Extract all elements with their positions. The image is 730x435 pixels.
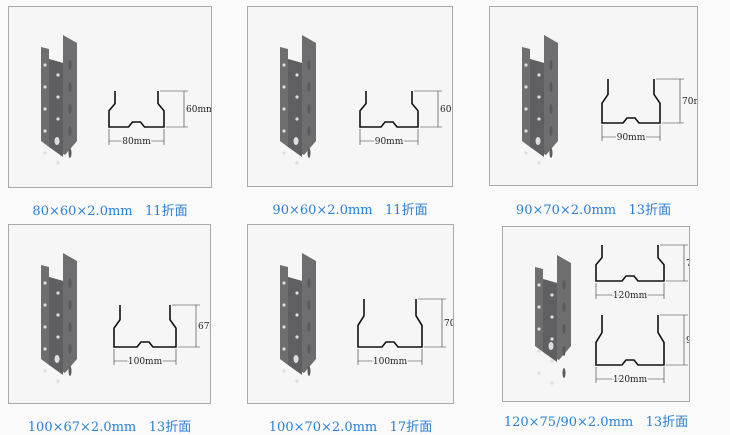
profile-cross-section <box>595 315 665 366</box>
product-caption: 90×70×2.0mm 13折面 <box>489 199 698 218</box>
product-card: 90mm 70mm <box>489 6 698 186</box>
product-size: 90×60×2.0mm <box>272 203 373 218</box>
profile-cross-section <box>601 79 661 124</box>
profile-cross-section <box>113 305 177 348</box>
width-dimension: 80mm <box>122 137 151 147</box>
height-dimension: 90mm <box>686 336 689 346</box>
product-illustration: 90mm 60mm <box>280 35 452 165</box>
profile-cross-section <box>108 91 165 128</box>
width-dimension: 120mm <box>613 291 648 301</box>
width-dimension: 120mm <box>613 375 648 385</box>
product-card: 90mm 60mm <box>247 6 453 187</box>
upright-column <box>41 35 77 165</box>
product-folds: 11折面 <box>145 204 188 219</box>
product-illustration: 80mm 60mm <box>41 35 211 165</box>
profile-cross-section <box>595 245 665 282</box>
product-illustration: 90mm 70mm <box>522 35 697 165</box>
width-dimension: 90mm <box>617 133 646 143</box>
product-folds: 13折面 <box>645 415 689 430</box>
height-dimension: 70mm <box>682 97 697 107</box>
product-folds: 17折面 <box>389 420 433 435</box>
product-caption: 100×67×2.0mm 13折面 <box>8 416 211 435</box>
product-card: 120mm 75mm 120mm 90mm <box>502 226 690 402</box>
product-illustration: 100mm 70mm <box>280 253 453 383</box>
upright-column <box>535 255 571 385</box>
upright-column <box>280 253 316 383</box>
height-dimension: 60mm <box>186 105 211 115</box>
product-card: 100mm 67mm <box>8 224 211 404</box>
height-dimension: 67mm <box>198 322 210 332</box>
product-folds: 13折面 <box>148 420 192 435</box>
height-dimension: 70mm <box>444 319 453 329</box>
profile-cross-section <box>357 299 423 348</box>
product-size: 100×70×2.0mm <box>268 420 378 435</box>
product-folds: 13折面 <box>628 203 672 218</box>
product-size: 90×70×2.0mm <box>515 203 617 218</box>
height-dimension: 75mm <box>686 259 689 269</box>
upright-column <box>522 35 558 165</box>
height-dimension: 60mm <box>440 105 452 115</box>
upright-column <box>280 35 316 165</box>
upright-column <box>41 253 77 383</box>
width-dimension: 90mm <box>375 137 404 147</box>
product-card: 100mm 70mm <box>247 224 454 404</box>
product-caption: 80×60×2.0mm 11折面 <box>8 200 212 219</box>
width-dimension: 100mm <box>128 357 163 367</box>
product-size: 120×75/90×2.0mm <box>503 415 634 430</box>
product-caption: 100×70×2.0mm 17折面 <box>247 416 454 435</box>
profile-cross-section <box>359 91 419 128</box>
product-card: 80mm 60mm <box>8 6 212 188</box>
product-illustration: 100mm 67mm <box>41 253 210 383</box>
width-dimension: 100mm <box>373 357 408 367</box>
product-size: 100×67×2.0mm <box>27 420 137 435</box>
product-caption: 120×75/90×2.0mm 13折面 <box>502 411 690 430</box>
product-illustration: 120mm 75mm 120mm 90mm <box>535 244 689 387</box>
product-folds: 11折面 <box>385 203 428 218</box>
product-size: 80×60×2.0mm <box>32 204 133 219</box>
product-caption: 90×60×2.0mm 11折面 <box>247 199 453 218</box>
